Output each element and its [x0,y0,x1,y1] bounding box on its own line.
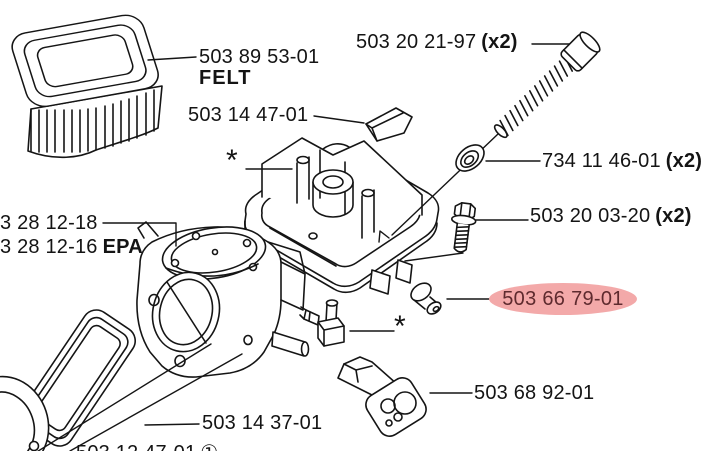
washer-qty: (x2) [665,150,703,172]
carburetor-drawing [136,221,310,378]
washer-number: 734 11 46-01 [542,150,661,172]
flange-screw-number: 503 20 03-20 [530,205,651,227]
washer-drawing [455,144,485,172]
label-felt-filter-name: FELT [199,67,252,89]
bottom-partial-footnote: ① [200,442,218,451]
cover-screw-number: 503 20 21-97 [356,31,477,53]
impulse-nipple-number: 503 66 79-01 [502,287,624,310]
bottom-partial-number: 503 12 47-01 [76,442,196,451]
label-choke-wedge: 503 14 47-01 [188,104,309,126]
asterisk-elbow-annotation: * [394,310,406,343]
label-bottom-partial: 503 12 47-01 ① [76,442,218,451]
label-carburetor-std: 3 28 12-18 [0,212,98,234]
asterisk-tray-annotation: * [226,144,238,177]
intake-manifold-drawing [337,356,427,437]
flange-screw-drawing [451,202,477,253]
label-washer: 734 11 46-01(x2) [542,150,702,172]
flange-screw-qty: (x2) [655,205,692,227]
mount-flange-drawing [0,375,50,451]
cover-screw-drawing [493,31,601,139]
label-felt-filter-number: 503 89 53-01 [199,46,320,68]
highlighted-part-label[interactable]: 503 66 79-01 [489,283,637,315]
carburetor-epa-number: 3 28 12-16 [0,236,98,258]
label-flange-screw: 503 20 03-20(x2) [530,205,692,227]
label-filter-holder-gasket: 503 14 37-01 [202,412,323,434]
carburetor-epa-variant: EPA [102,236,143,258]
cover-screw-qty: (x2) [481,31,518,53]
label-cover-screw: 503 20 21-97(x2) [356,31,518,53]
label-intake-manifold: 503 68 92-01 [474,382,595,404]
elbow-fitting-drawing [299,299,345,347]
grommet-drawing [410,282,442,315]
air-filter-drawing [11,14,163,159]
choke-wedge-drawing [365,107,413,142]
